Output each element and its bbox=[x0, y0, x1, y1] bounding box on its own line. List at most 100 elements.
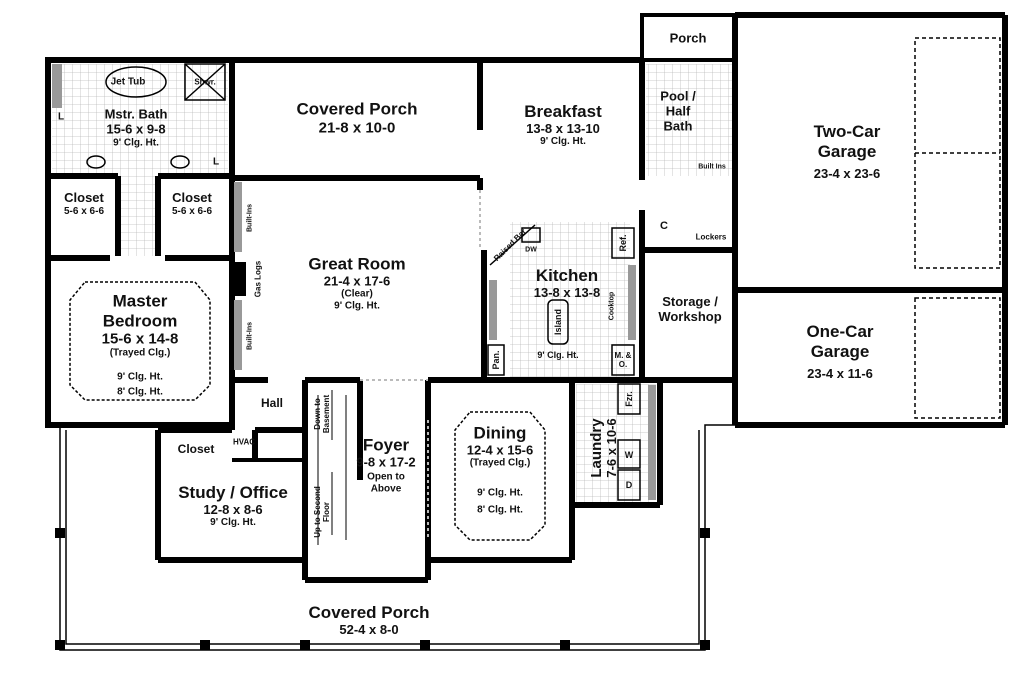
room-dims: 7-6 x 10-6 bbox=[604, 418, 620, 478]
ceiling-height: 9' Clg. Ht. bbox=[537, 350, 579, 360]
room-name: Laundry bbox=[587, 418, 605, 478]
room-name: Closet bbox=[172, 189, 212, 205]
stairs-up-label: Up to Second Floor bbox=[313, 486, 331, 538]
hall-label: Hall bbox=[260, 396, 284, 410]
room-name: Covered Porch bbox=[308, 602, 430, 622]
room-dims: 5-6 x 6-6 bbox=[171, 205, 213, 217]
room-note: (Trayed Clg.) bbox=[469, 457, 531, 469]
room-dims: 23-4 x 11-6 bbox=[807, 366, 873, 382]
great-room-label: Great Room 21-4 x 17-6 (Clear) 9' Clg. H… bbox=[308, 254, 405, 311]
linen-label: L bbox=[212, 156, 220, 168]
room-name: Storage / Workshop bbox=[658, 294, 722, 324]
ceiling-height: 9' Clg. Ht. bbox=[117, 371, 163, 383]
closet-right-label: Closet 5-6 x 6-6 bbox=[171, 189, 213, 217]
room-name: Great Room bbox=[308, 254, 406, 274]
refrigerator-label: Ref. bbox=[618, 234, 628, 252]
ceiling-height: 9' Clg. Ht. bbox=[477, 487, 523, 499]
dryer-label: D bbox=[625, 480, 633, 490]
covered-porch-bottom-label: Covered Porch 52-4 x 8-0 bbox=[309, 603, 430, 637]
open-walls bbox=[360, 190, 481, 540]
hvac-label: HVAC bbox=[232, 437, 256, 447]
breakfast-label: Breakfast 13-8 x 13-10 9' Clg. Ht. bbox=[524, 102, 602, 148]
room-name: Pool / Half Bath bbox=[660, 88, 696, 134]
room-name: Two-Car Garage bbox=[813, 121, 881, 161]
room-dims: 13-8 x 13-10 bbox=[526, 120, 600, 136]
storage-label: Storage / Workshop bbox=[648, 294, 733, 325]
one-car-garage-label: One-Car Garage 23-4 x 11-6 bbox=[795, 322, 885, 382]
washer-label: W bbox=[624, 450, 634, 460]
laundry-tile bbox=[576, 384, 656, 504]
room-name: Study / Office bbox=[178, 483, 288, 503]
two-car-garage-label: Two-Car Garage 23-4 x 23-6 bbox=[802, 122, 892, 182]
walls bbox=[45, 12, 1008, 583]
room-name: One-Car Garage bbox=[806, 321, 874, 361]
laundry-label: Laundry 7-6 x 10-6 bbox=[588, 418, 620, 477]
study-label: Study / Office 12-8 x 8-6 9' Clg. Ht. bbox=[178, 483, 288, 529]
covered-porch-outline bbox=[48, 424, 735, 651]
fireplace bbox=[234, 262, 246, 296]
covered-porch-top-label: Covered Porch 21-8 x 10-0 bbox=[297, 100, 418, 137]
room-dims: 15-6 x 9-8 bbox=[106, 121, 166, 137]
room-name: Porch bbox=[669, 30, 707, 46]
stairs-down-label: Down to Basement bbox=[313, 394, 331, 434]
room-name: Covered Porch bbox=[296, 99, 418, 119]
built-ins-label: Built-Ins bbox=[246, 322, 254, 350]
room-name: Closet bbox=[64, 189, 104, 205]
closet-c-label: C bbox=[660, 220, 668, 232]
counters bbox=[52, 64, 656, 500]
pantry-label: Pan. bbox=[491, 350, 501, 370]
room-name: Mstr. Bath bbox=[104, 106, 168, 122]
ceiling-height: 8' Clg. Ht. bbox=[477, 504, 523, 516]
gas-logs-label: Gas Logs bbox=[253, 260, 263, 298]
room-dims: 5-6 x 6-6 bbox=[63, 205, 105, 217]
ceiling-height: 9' Clg. Ht. bbox=[210, 517, 256, 529]
room-dims: 12-8 x 8-6 bbox=[203, 501, 263, 517]
room-name: Dining bbox=[473, 423, 527, 443]
ceiling-height: 9' Clg. Ht. bbox=[113, 137, 159, 149]
room-dims: 23-4 x 23-6 bbox=[813, 166, 881, 182]
room-dims: 12-4 x 15-6 bbox=[466, 442, 534, 458]
built-ins-label: Built Ins bbox=[698, 163, 726, 171]
pool-bath-tile bbox=[646, 64, 732, 176]
pool-bath-label: Pool / Half Bath bbox=[651, 88, 706, 135]
master-bath-label: Mstr. Bath 15-6 x 9-8 9' Clg. Ht. bbox=[104, 106, 168, 149]
master-bedroom-label: Master Bedroom 15-6 x 14-8 (Trayed Clg.)… bbox=[85, 292, 195, 399]
fixtures bbox=[69, 37, 1001, 541]
microwave-oven-label: M. & O. bbox=[614, 351, 632, 369]
lockers-label: Lockers bbox=[695, 232, 727, 242]
room-note: (Clear) bbox=[341, 288, 373, 300]
room-name: Kitchen bbox=[535, 265, 599, 285]
shower-label: Shwr. bbox=[194, 77, 216, 87]
island-label: Island bbox=[553, 308, 563, 336]
kitchen-label: Kitchen 13-8 x 13-8 bbox=[534, 266, 601, 300]
room-dims: 21-4 x 17-6 bbox=[323, 272, 391, 288]
dishwasher-label: DW bbox=[525, 246, 537, 254]
dining-label: Dining 12-4 x 15-6 (Trayed Clg.) 9' Clg.… bbox=[467, 424, 534, 517]
room-dims: 15-6 x 14-8 bbox=[101, 330, 179, 348]
linen-label: L bbox=[57, 111, 65, 123]
built-ins-label: Built-Ins bbox=[246, 204, 254, 232]
jet-tub-label: Jet Tub bbox=[110, 76, 146, 88]
ceiling-height: 9' Clg. Ht. bbox=[334, 300, 380, 312]
ceiling-height: 8' Clg. Ht. bbox=[117, 386, 163, 398]
ceiling-height: 9' Clg. Ht. bbox=[540, 136, 586, 148]
porch-label: Porch bbox=[669, 30, 707, 47]
room-dims: 9-8 x 17-2 bbox=[356, 453, 416, 469]
room-name: Master Bedroom bbox=[102, 291, 178, 331]
room-name: Breakfast bbox=[524, 102, 602, 122]
bath-tile bbox=[52, 64, 228, 176]
room-note: Open to Above bbox=[367, 471, 405, 495]
porch-posts bbox=[55, 528, 710, 650]
closet-left-label: Closet 5-6 x 6-6 bbox=[63, 189, 105, 217]
room-dims: 52-4 x 8-0 bbox=[339, 621, 399, 637]
room-dims: 13-8 x 13-8 bbox=[533, 284, 601, 300]
room-name: Foyer bbox=[362, 435, 410, 455]
stairs bbox=[317, 390, 347, 545]
kitchen-tile bbox=[510, 222, 630, 378]
room-dims: 21-8 x 10-0 bbox=[318, 119, 396, 137]
bath-tile bbox=[118, 176, 158, 256]
room-note: (Trayed Clg.) bbox=[109, 347, 171, 359]
freezer-label: Fzr. bbox=[624, 391, 634, 407]
cooktop-label: Cooktop bbox=[608, 291, 616, 321]
